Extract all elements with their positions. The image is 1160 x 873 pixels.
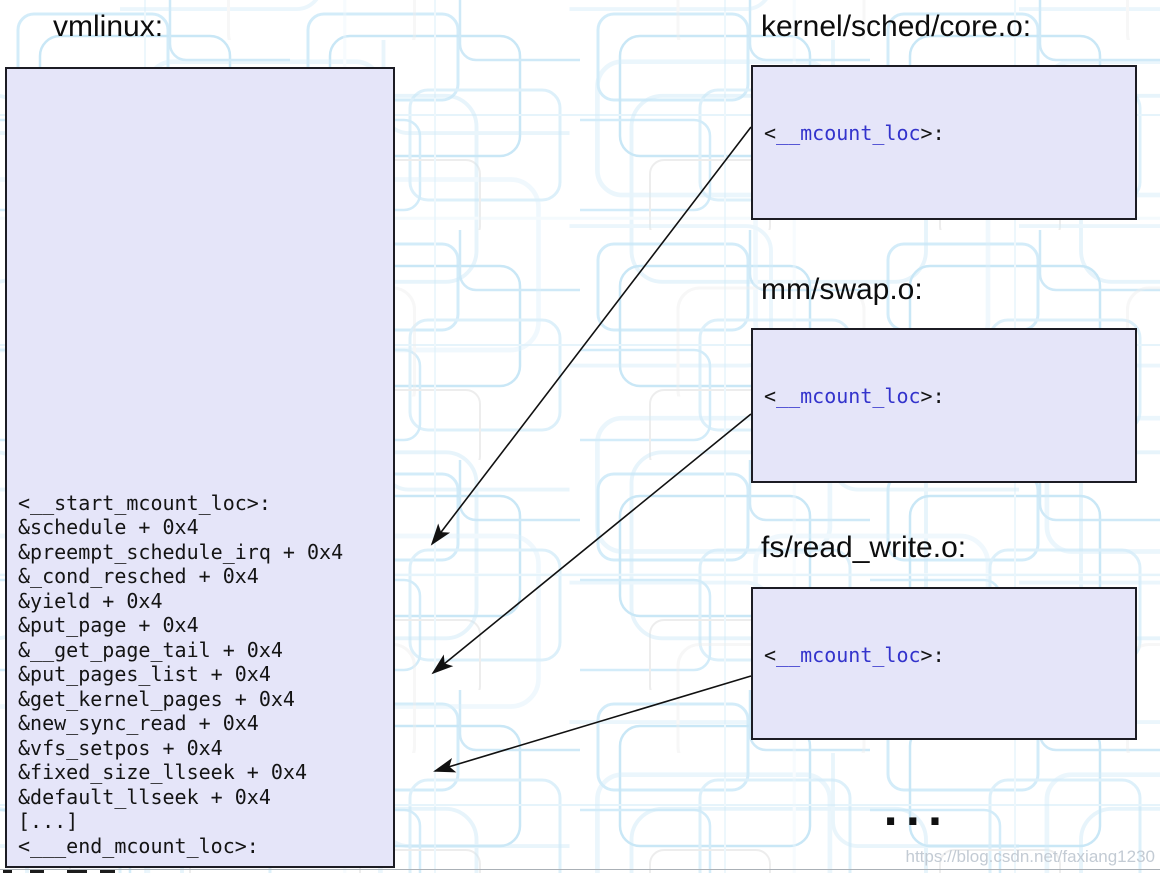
mcount-loc-symbol: __mcount_loc <box>776 121 921 145</box>
object-file-title-readwrite: fs/read_write.o: <box>761 531 967 564</box>
mcount-entry-line: &__get_page_tail + 0x4 <box>18 637 283 662</box>
mcount-entry-line: <__start_mcount_loc>: <box>18 490 271 515</box>
mcount-section-box-readwrite: <__mcount_loc>: &new_sync_read + 0x4 &vf… <box>751 587 1137 740</box>
mcount-entry-line: &put_pages_list + 0x4 <box>18 662 271 686</box>
arrow-readwrite-to-vmlinux <box>433 675 752 773</box>
mcount-entry-line: &put_page + 0x4 <box>18 613 199 637</box>
mcount-entry-line: [...] <box>18 809 79 833</box>
arrow-swap-to-vmlinux <box>431 413 752 675</box>
blog-watermark: https://blog.csdn.net/faxiang1230 <box>905 847 1155 866</box>
angle-close: >: <box>920 121 945 145</box>
mcount-entry-line: &preempt_schedule_irq + 0x4 <box>18 539 344 564</box>
section-header: <__mcount_loc>: <box>764 643 1129 668</box>
angle-close: >: <box>920 643 945 667</box>
mcount-entry-line: &schedule + 0x4 <box>18 515 199 539</box>
mcount-entry-line: &_cond_resched + 0x4 <box>18 564 259 588</box>
mcount-loc-symbol: __mcount_loc <box>776 643 921 667</box>
angle-close: >: <box>920 384 945 408</box>
mcount-entry-line: &get_kernel_pages + 0x4 <box>18 686 295 711</box>
mcount-entry-line: &default_llseek + 0x4 <box>18 784 271 809</box>
mcount-entry-line: &yield + 0x4 <box>18 588 163 613</box>
angle-open: < <box>764 384 777 408</box>
mcount-entry-line: &vfs_setpos + 0x4 <box>18 735 223 760</box>
bottom-divider-line <box>0 869 1160 870</box>
mcount-entry-line: &new_sync_read + 0x4 <box>18 711 259 735</box>
angle-open: < <box>764 643 777 667</box>
object-file-title-swap: mm/swap.o: <box>761 273 923 306</box>
section-header: <__mcount_loc>: <box>764 121 1129 146</box>
vmlinux-mcount-section-box: <__start_mcount_loc>: &schedule + 0x4 &p… <box>5 67 395 868</box>
vmlinux-title: vmlinux: <box>53 10 164 43</box>
mcount-entry-line: <___end_mcount_loc>: <box>18 833 259 858</box>
mcount-section-box-core: <__mcount_loc>: &schedule + 0x4 &preempt… <box>751 65 1137 220</box>
mcount-entry-line: &fixed_size_llseek + 0x4 <box>18 760 307 784</box>
angle-open: < <box>764 121 777 145</box>
section-header: <__mcount_loc>: <box>764 384 1129 409</box>
object-file-title-core: kernel/sched/core.o: <box>761 10 1032 43</box>
more-object-files-ellipsis: ... <box>883 789 950 835</box>
mcount-section-box-swap: <__mcount_loc>: &put_page + 0x4 &__get_p… <box>751 328 1137 483</box>
mcount-loc-symbol: __mcount_loc <box>776 384 921 408</box>
arrow-core-to-vmlinux <box>430 126 752 546</box>
